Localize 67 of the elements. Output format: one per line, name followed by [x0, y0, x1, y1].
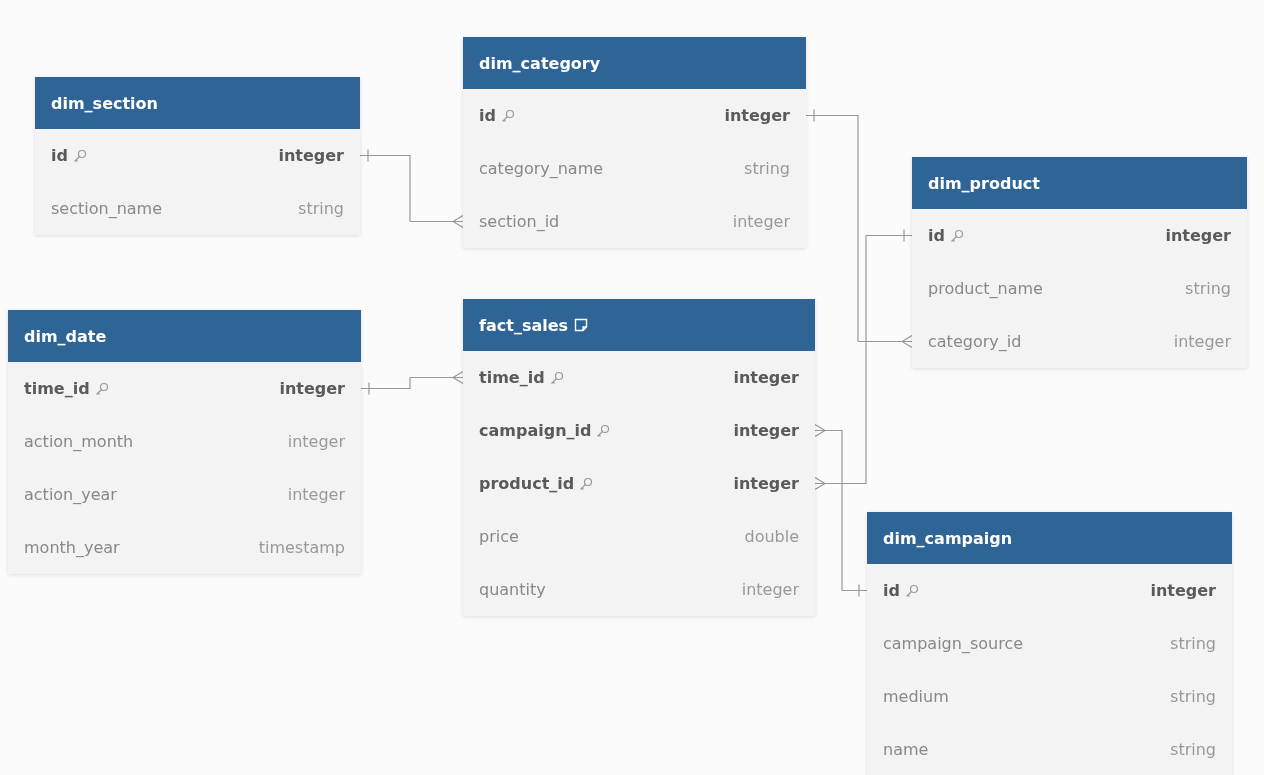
table-title: dim_section [51, 93, 158, 113]
column-type: string [744, 159, 790, 178]
column-name: campaign_id [479, 421, 592, 440]
table-card [867, 512, 1232, 775]
table-row [912, 209, 1247, 262]
column-type: integer [279, 379, 345, 398]
column-name: action_year [24, 485, 117, 504]
column-name: product_name [928, 279, 1043, 298]
table-card [463, 37, 806, 248]
column-name: category_id [928, 332, 1022, 351]
column-type: integer [287, 485, 345, 504]
column-name: campaign_source [883, 634, 1024, 653]
column-type: string [1170, 634, 1216, 653]
table-card [8, 310, 361, 574]
relationship-line [814, 423, 868, 598]
column-name: month_year [24, 538, 120, 557]
table-row [867, 564, 1232, 617]
table-card [912, 157, 1247, 368]
relationship-line [805, 108, 913, 349]
table-row [35, 129, 360, 182]
column-name: price [479, 527, 519, 546]
table-row [8, 362, 361, 415]
column-name: medium [883, 687, 949, 706]
column-type: integer [733, 421, 799, 440]
column-type: integer [1165, 226, 1231, 245]
column-name: section_id [479, 212, 560, 231]
column-name: time_id [479, 368, 545, 387]
column-type: string [298, 199, 344, 218]
column-type: integer [724, 106, 790, 125]
relationship-line [814, 228, 913, 491]
column-type: integer [1173, 332, 1231, 351]
column-type: string [1185, 279, 1231, 298]
relationship-line [360, 370, 464, 396]
column-name: name [883, 740, 929, 759]
column-name: id [51, 146, 68, 165]
column-name: section_name [51, 199, 162, 218]
table-title: dim_campaign [883, 528, 1013, 548]
table-row [463, 89, 806, 142]
column-name: action_month [24, 432, 134, 451]
table-title: dim_date [24, 326, 107, 346]
column-type: string [1170, 687, 1216, 706]
column-type: integer [741, 580, 799, 599]
table-row [463, 351, 815, 404]
column-type: string [1170, 740, 1216, 759]
table-title: dim_product [928, 173, 1040, 193]
column-type: timestamp [258, 538, 345, 557]
column-type: integer [733, 368, 799, 387]
table-title: dim_category [479, 53, 601, 73]
column-type: integer [278, 146, 344, 165]
table-row [463, 195, 806, 248]
column-type: integer [733, 474, 799, 493]
column-type: integer [287, 432, 345, 451]
column-name: id [479, 106, 496, 125]
column-name: id [928, 226, 945, 245]
column-name: quantity [479, 580, 546, 599]
relationship-line [359, 148, 464, 229]
table-title: fact_sales [479, 315, 569, 335]
column-type: double [744, 527, 799, 546]
table-card [463, 299, 815, 616]
column-name: time_id [24, 379, 90, 398]
column-name: category_name [479, 159, 604, 178]
table-row [912, 315, 1247, 368]
column-name: id [883, 581, 900, 600]
table-card [35, 77, 360, 235]
column-type: integer [732, 212, 790, 231]
column-name: product_id [479, 474, 575, 493]
column-type: integer [1150, 581, 1216, 600]
